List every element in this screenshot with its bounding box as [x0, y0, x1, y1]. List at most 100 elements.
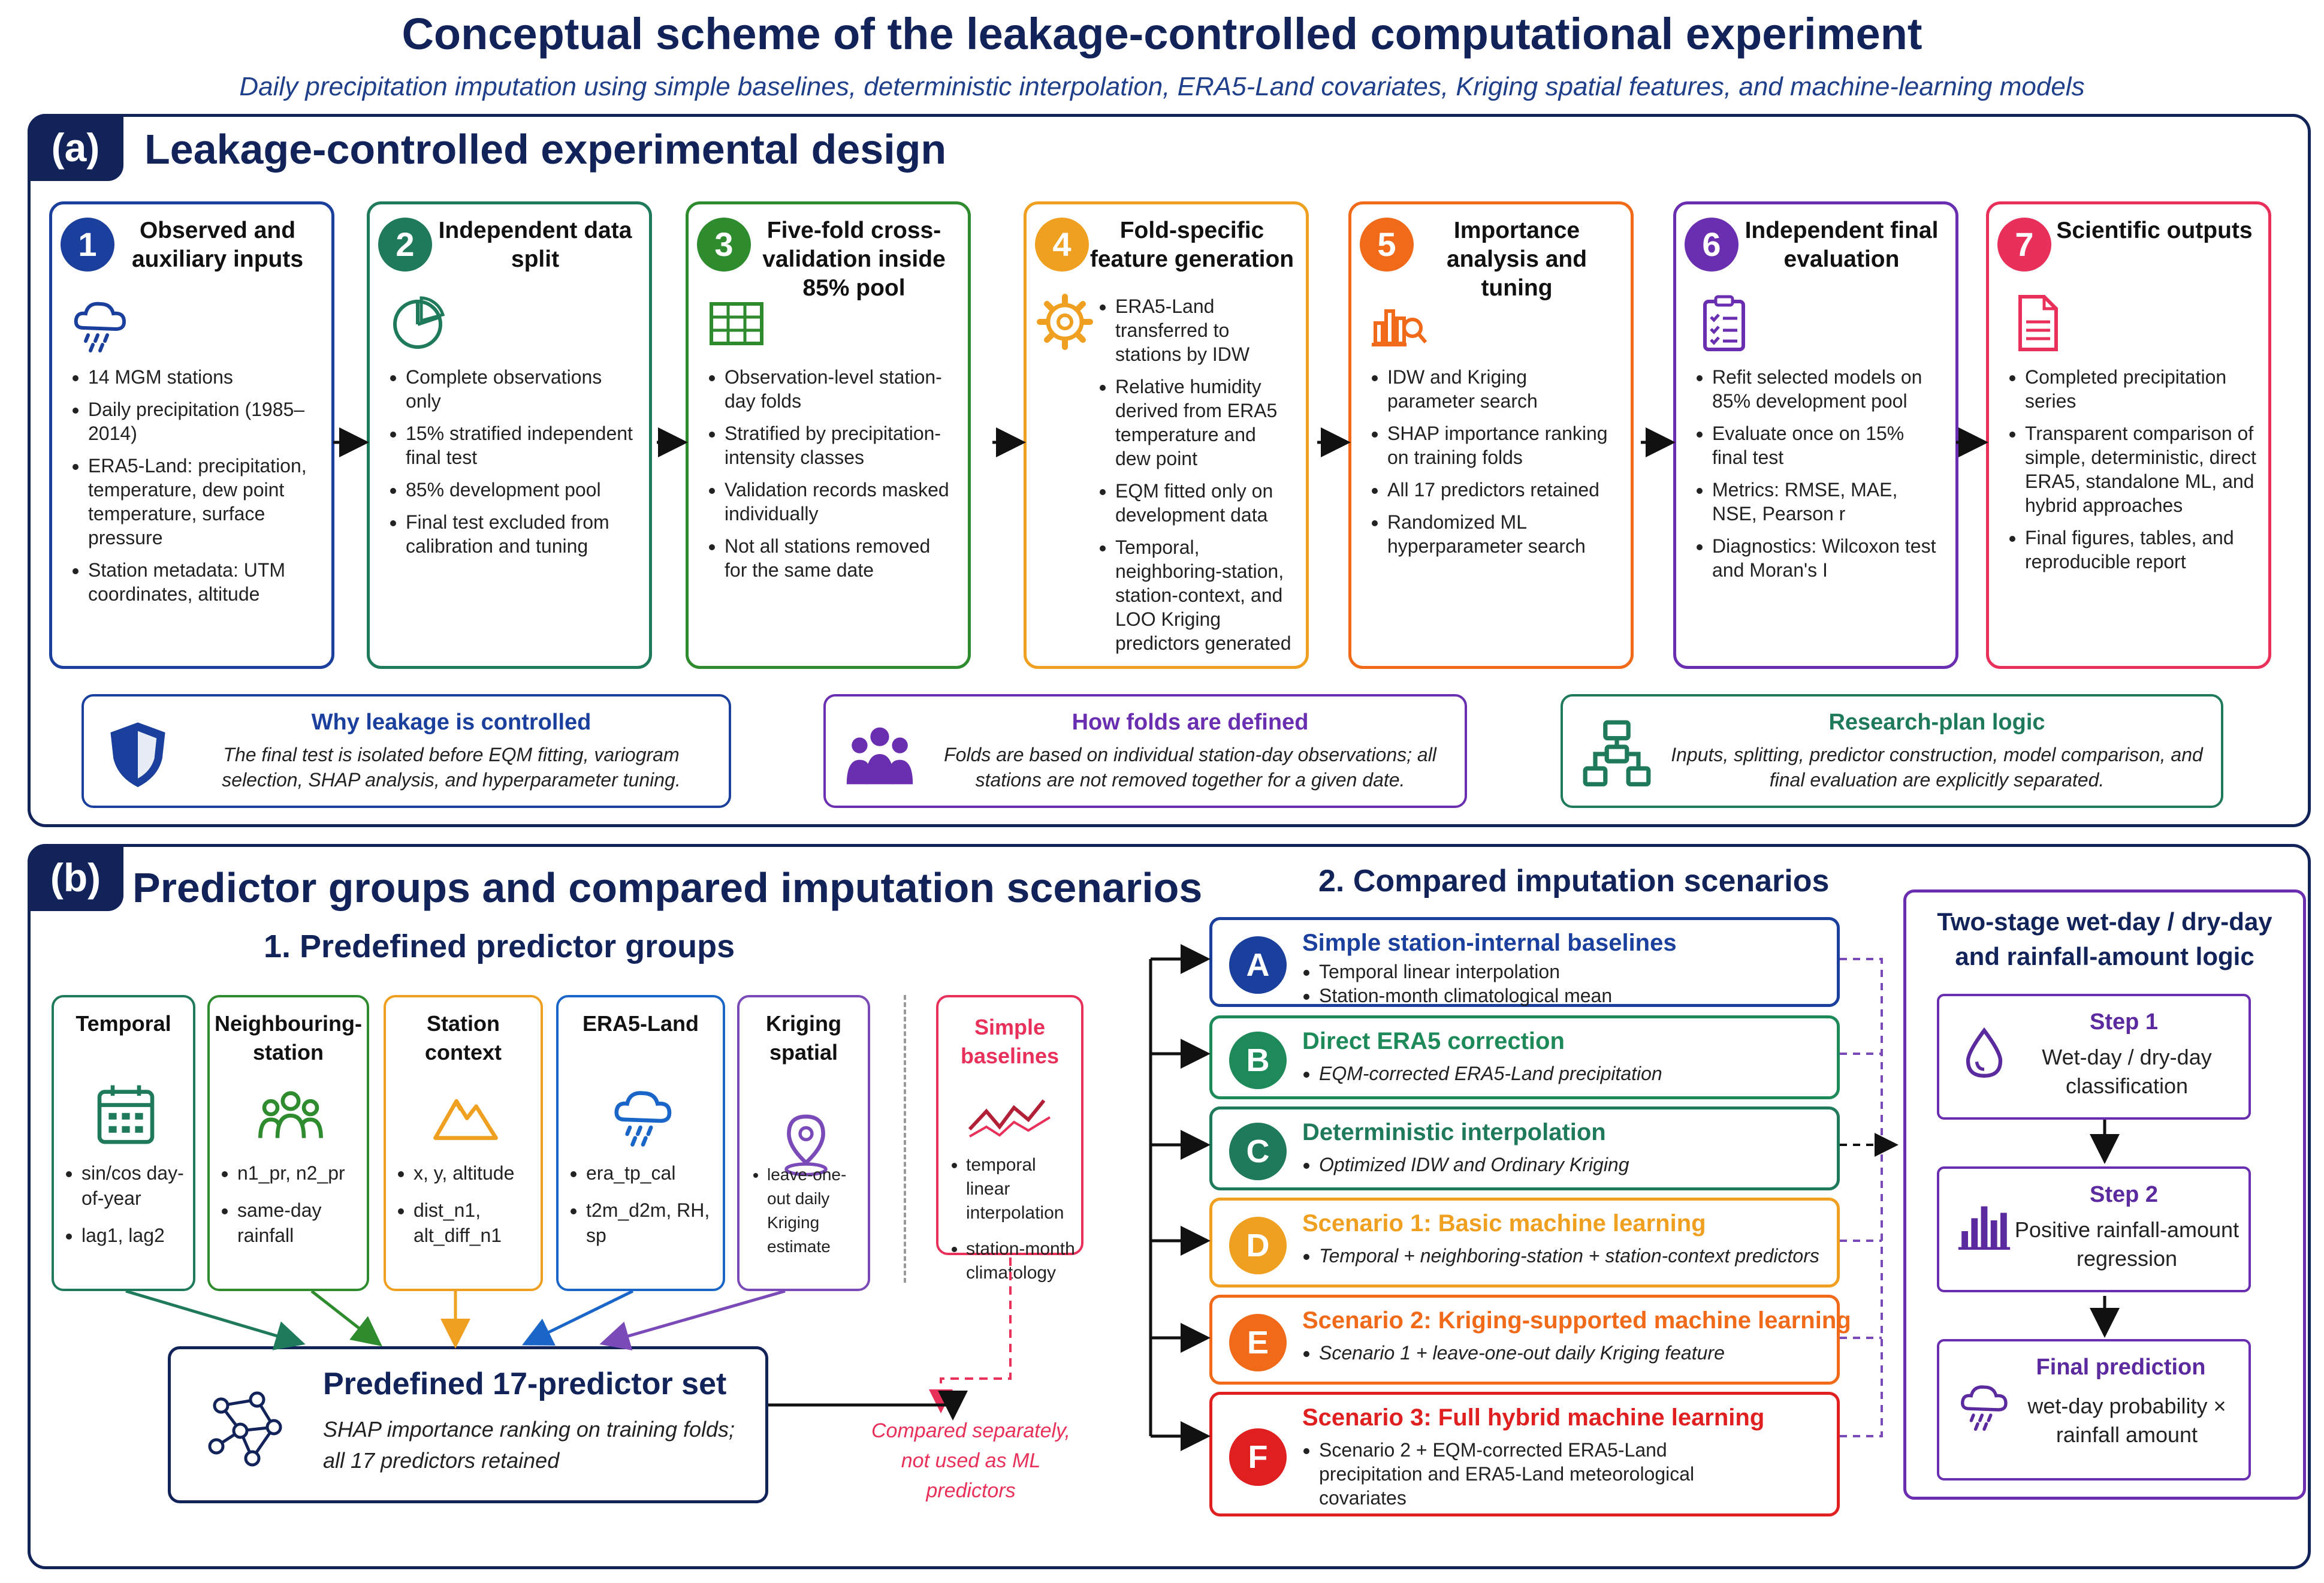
note-3-title: Research-plan logic: [1828, 710, 2045, 735]
stage-3-text: wet-day probability × rainfall amount: [2027, 1394, 2226, 1447]
note-1-text: The final test is isolated before EQM fi…: [222, 744, 681, 791]
note-1-title: Why leakage is controlled: [311, 710, 591, 735]
predictor-set-text: SHAP importance ranking on training fold…: [323, 1417, 735, 1473]
step-1-number: 1: [61, 218, 114, 272]
step-2-bullet: 15% stratified independent final test: [406, 421, 637, 469]
scenario-c-box: C Deterministic interpolation Optimized …: [1209, 1106, 1840, 1190]
groups-title: 1. Predefined predictor groups: [264, 928, 735, 964]
line-trend-icon: [968, 1099, 1051, 1138]
predictor-set-box: Predefined 17-predictor set SHAP importa…: [168, 1346, 768, 1503]
group-5-title: Kriging spatial: [766, 1011, 841, 1065]
step-3-bullet: Validation records masked individually: [725, 478, 956, 526]
step-3-bullet: Stratified by precipitation-intensity cl…: [725, 421, 956, 469]
step-7-bullet: Final figures, tables, and reproducible …: [2025, 526, 2256, 574]
scenarios-title: 2. Compared imputation scenarios: [1318, 864, 1830, 898]
step-5-bullets: IDW and Kriging parameter searchSHAP imp…: [1367, 365, 1619, 566]
scenario-c-bullets: Optimized IDW and Ordinary Kriging: [1302, 1153, 1846, 1177]
stage-2-title: Step 2: [2089, 1182, 2159, 1207]
scenario-b-box: B Direct ERA5 correction EQM-corrected E…: [1209, 1015, 1840, 1099]
grid-table-icon: [710, 302, 763, 345]
scenario-a-title: Simple station-internal baselines: [1302, 930, 1677, 956]
step-3-number: 3: [697, 218, 751, 272]
step-6-bullet: Diagnostics: Wilcoxon test and Moran's I: [1712, 534, 1943, 582]
stage-1-text: Wet-day / dry-day classification: [2042, 1045, 2212, 1098]
step-6-title: Independent final evaluation: [1744, 218, 1939, 272]
baselines-bullets: temporal linear interpolation station-mo…: [949, 1153, 1075, 1297]
note-2-text: Folds are based on individual station-da…: [944, 744, 1436, 791]
scenario-a-bullets: Temporal linear interpolationStation-mon…: [1302, 960, 1846, 1008]
step-3-title: Five-fold cross-validation inside 85% po…: [762, 218, 946, 301]
group-3-bullet: x, y, altitude: [414, 1160, 535, 1186]
group-1-bullet: sin/cos day-of-year: [82, 1160, 187, 1211]
scenario-d-bullets: Temporal + neighboring-station + station…: [1302, 1244, 1846, 1268]
step-2-number: 2: [378, 218, 432, 272]
scenario-b-bullets: EQM-corrected ERA5-Land precipitation: [1302, 1062, 1846, 1086]
scenario-c-letter: C: [1229, 1123, 1287, 1180]
scenario-d-box: D Scenario 1: Basic machine learning Tem…: [1209, 1198, 1840, 1287]
group-4-bullets: era_tp_calt2m_d2m, RH, sp: [569, 1160, 717, 1260]
step-2-bullet: Complete observations only: [406, 365, 637, 413]
group-2-title: Neighbouring-station: [215, 1011, 362, 1065]
group-5-bullet: leave-one-out daily Kriging estimate: [767, 1163, 862, 1259]
step-7-bullet: Transparent comparison of simple, determ…: [2025, 421, 2256, 517]
step-3-bullet: Not all stations removed for the same da…: [725, 534, 956, 582]
bar-chart-search-icon: [1372, 309, 1427, 346]
people-icon: [258, 1091, 323, 1138]
step-4-bullet: Relative humidity derived from ERA5 temp…: [1115, 375, 1294, 471]
scenario-b-title: Direct ERA5 correction: [1302, 1028, 1565, 1054]
scenario-a-box: A Simple station-internal baselines Temp…: [1209, 917, 1840, 1007]
step-2-box: 2 Independent data split Complete observ…: [367, 201, 652, 669]
step-6-number: 6: [1685, 218, 1739, 272]
scenario-b-letter: B: [1229, 1032, 1287, 1089]
step-1-bullet: Station metadata: UTM coordinates, altit…: [88, 558, 319, 606]
scenario-a-letter: A: [1229, 936, 1287, 994]
step-2-title: Independent data split: [438, 218, 632, 272]
panel-b-title: Predictor groups and compared imputation…: [132, 864, 1203, 911]
compared-separately-note: Compared separately, not used as ML pred…: [871, 1419, 1070, 1502]
stage-3-title: Final prediction: [2036, 1355, 2206, 1380]
step-7-number: 7: [1997, 218, 2051, 272]
scenario-a-bullet: Station-month climatological mean: [1319, 984, 1846, 1008]
note-2-title: How folds are defined: [1072, 710, 1309, 735]
note-1-box: Why leakage is controlled The final test…: [82, 694, 731, 808]
step-4-bullet: Temporal, neighboring-station, station-c…: [1115, 535, 1294, 655]
calendar-icon: [97, 1085, 155, 1144]
step-6-bullet: Evaluate once on 15% final test: [1712, 421, 1943, 469]
step-5-bullet: All 17 predictors retained: [1387, 478, 1619, 502]
scenario-f-box: F Scenario 3: Full hybrid machine learni…: [1209, 1392, 1840, 1516]
group-era5-land-box: ERA5-Land era_tp_calt2m_d2m, RH, sp: [556, 995, 725, 1291]
shield-icon: [110, 722, 165, 788]
page-subtitle: Daily precipitation imputation using sim…: [239, 72, 2085, 101]
step-4-title: Fold-specific feature generation: [1089, 218, 1294, 272]
step-5-title: Importance analysis and tuning: [1446, 218, 1587, 301]
rain-cloud-icon: [614, 1091, 672, 1147]
pie-chart-icon: [393, 296, 445, 349]
step-4-number: 4: [1035, 218, 1089, 272]
map-pin-icon: [784, 1114, 828, 1177]
scenario-e-bullet: Scenario 1 + leave-one-out daily Kriging…: [1319, 1341, 1846, 1365]
scenario-e-bullets: Scenario 1 + leave-one-out daily Kriging…: [1302, 1341, 1846, 1365]
scenario-d-bullet: Temporal + neighboring-station + station…: [1319, 1244, 1846, 1268]
step-4-bullet: ERA5-Land transferred to stations by IDW: [1115, 294, 1294, 366]
network-icon: [208, 1391, 282, 1467]
group-1-bullets: sin/cos day-of-year lag1, lag2: [65, 1160, 187, 1260]
scenario-f-bullet: Scenario 2 + EQM-corrected ERA5-Land pre…: [1319, 1438, 1774, 1510]
stage-1-title: Step 1: [2089, 1009, 2159, 1035]
step-2-bullet: Final test excluded from calibration and…: [406, 510, 637, 558]
step-5-bullet: SHAP importance ranking on training fold…: [1387, 421, 1619, 469]
note-3-text: Inputs, splitting, predictor constructio…: [1671, 744, 2203, 791]
clipboard-checklist-icon: [1703, 295, 1745, 351]
group-3-bullet: dist_n1, alt_diff_n1: [414, 1198, 535, 1248]
panel-b-tag: (b): [28, 844, 123, 911]
step-5-bullet: Randomized ML hyperparameter search: [1387, 510, 1619, 558]
group-4-bullet: era_tp_cal: [586, 1160, 717, 1186]
document-icon: [2018, 295, 2058, 351]
step-3-bullets: Observation-level station-day foldsStrat…: [704, 365, 956, 590]
mountain-icon: [433, 1099, 498, 1140]
scenario-e-box: E Scenario 2: Kriging-supported machine …: [1209, 1295, 1851, 1385]
note-2-box: How folds are defined Folds are based on…: [823, 694, 1467, 808]
page-title: Conceptual scheme of the leakage-control…: [402, 9, 1922, 59]
step-2-bullet: 85% development pool: [406, 478, 637, 502]
group-1-bullet: lag1, lag2: [82, 1223, 187, 1248]
